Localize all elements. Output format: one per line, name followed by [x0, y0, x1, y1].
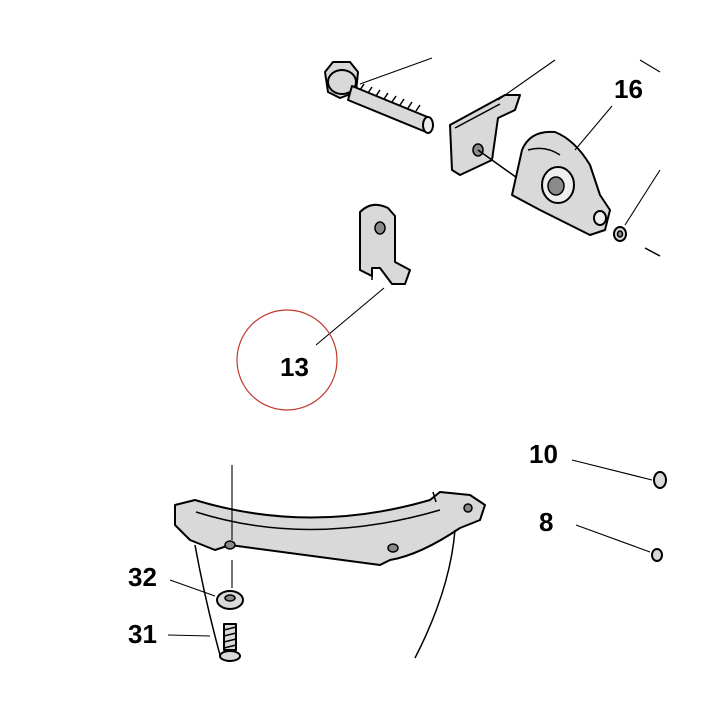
bowl-right-edge: [414, 529, 456, 659]
dash-right: [644, 247, 661, 257]
highlight-circle: [236, 309, 338, 411]
leader-13: [315, 287, 385, 346]
leader-8: [575, 524, 651, 553]
part-10: [653, 471, 667, 489]
leader-10: [571, 459, 653, 481]
label-31: 31: [128, 619, 157, 649]
nut-part: [613, 226, 627, 242]
washer-part-32: [216, 590, 244, 610]
ring-part: [174, 491, 486, 566]
leader-32: [169, 579, 216, 597]
leader-nut: [624, 169, 661, 226]
leader-top-right: [639, 59, 661, 73]
leader-bolt: [359, 57, 433, 85]
label-10: 10: [529, 439, 558, 469]
leader-plate: [497, 59, 556, 101]
bracket-part-13: [359, 203, 411, 285]
bolt-part: [324, 61, 434, 134]
dash-plate-link: [477, 149, 521, 181]
part-8: [651, 548, 663, 562]
latch-part-16: [511, 130, 611, 236]
screw-part-31: [219, 623, 241, 662]
leader-16: [574, 105, 613, 151]
label-16: 16: [614, 74, 643, 104]
label-13: 13: [280, 352, 309, 382]
bowl-left-edge: [194, 544, 221, 656]
leader-31: [167, 634, 211, 637]
label-32: 32: [128, 562, 157, 592]
label-8: 8: [539, 507, 553, 537]
bracket-plate-part: [449, 94, 521, 176]
